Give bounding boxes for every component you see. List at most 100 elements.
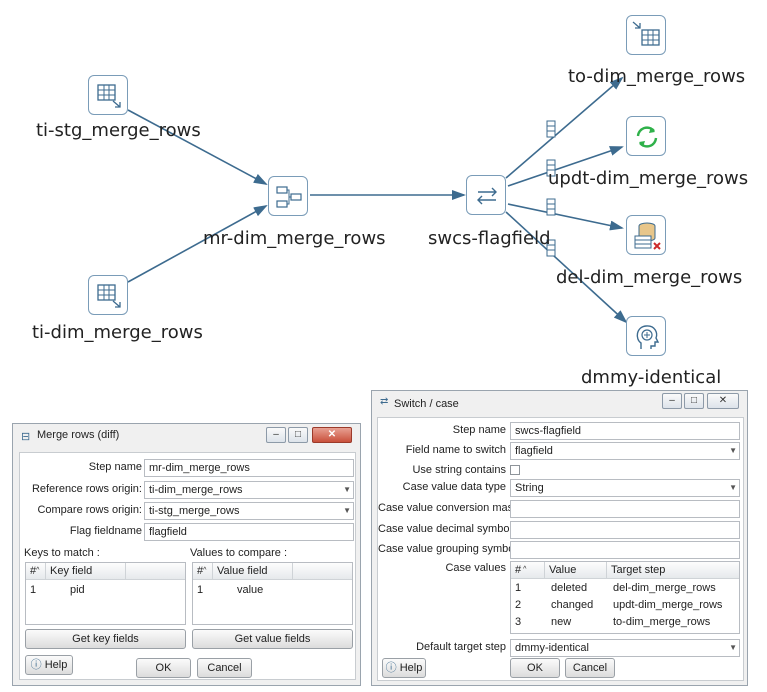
switch-dialog-body: Step name swcs-flagfield Field name to s… — [377, 417, 744, 681]
help-button[interactable]: ⓘ Help — [382, 658, 426, 678]
step-name-field[interactable]: swcs-flagfield — [510, 422, 740, 440]
ok-button[interactable]: OK — [510, 658, 560, 678]
flag-fieldname-label: Flag fieldname — [69, 525, 142, 537]
table-row-target[interactable]: updt-dim_merge_rows — [613, 599, 723, 611]
use-string-contains-checkbox[interactable] — [510, 465, 520, 475]
hop-swcs-to-dmmy[interactable] — [505, 211, 628, 324]
ok-button[interactable]: OK — [136, 658, 191, 678]
node-label-to-dim: to-dim_merge_rows — [568, 66, 746, 87]
col-key-field-header[interactable]: Key field — [46, 563, 126, 580]
merge-dialog-body: Step name mr-dim_merge_rows Reference ro… — [19, 452, 356, 680]
chevron-down-icon[interactable]: ▼ — [729, 643, 737, 652]
conversion-mask-label: Case value conversion mask — [378, 502, 519, 514]
hop-swcs-to-to-dim[interactable] — [505, 76, 624, 179]
minimize-button[interactable]: – — [266, 427, 286, 443]
switch-dialog-title: Switch / case — [394, 398, 459, 410]
cancel-button[interactable]: Cancel — [197, 658, 252, 678]
default-target-step-label: Default target step — [416, 641, 506, 653]
default-target-step-value: dmmy-identical — [515, 642, 589, 654]
dummy-node[interactable] — [626, 316, 666, 356]
compare-rows-select[interactable]: ti-stg_merge_rows ▼ — [144, 502, 354, 520]
chevron-down-icon[interactable]: ▼ — [729, 483, 737, 492]
col-num-header[interactable]: #^ — [193, 563, 213, 580]
case-value-data-type-value: String — [515, 482, 544, 494]
case-values-table[interactable]: # ^ Value Target step 1 deleted del-dim_… — [510, 561, 740, 634]
merge-rows-node[interactable] — [268, 176, 308, 216]
table-row-num[interactable]: 1 — [515, 582, 522, 594]
compare-rows-value: ti-stg_merge_rows — [149, 505, 240, 517]
table-row-num[interactable]: 1 — [30, 584, 37, 596]
default-target-step-select[interactable]: dmmy-identical ▼ — [510, 639, 740, 657]
close-button[interactable]: ✕ — [707, 393, 739, 409]
hop-case-icon — [546, 120, 556, 138]
table-row-target[interactable]: to-dim_merge_rows — [613, 616, 711, 628]
table-row-value[interactable]: changed — [551, 599, 594, 611]
table-row-value[interactable]: deleted — [551, 582, 588, 594]
keys-table[interactable]: #^ Key field 1 pid — [25, 562, 186, 625]
delete-node[interactable] — [626, 215, 666, 255]
table-row-target[interactable]: del-dim_merge_rows — [613, 582, 716, 594]
merge-rows-icon — [276, 186, 302, 208]
hop-swcs-to-updt[interactable] — [507, 146, 624, 187]
minimize-button[interactable]: – — [662, 393, 682, 409]
hop-swcs-to-del[interactable] — [507, 203, 624, 231]
table-row-num[interactable]: 2 — [515, 599, 522, 611]
switch-arrows-icon — [477, 187, 497, 205]
update-node[interactable] — [626, 116, 666, 156]
col-num-header[interactable]: # ^ — [511, 562, 545, 579]
cancel-button[interactable]: Cancel — [565, 658, 615, 678]
values-table[interactable]: #^ Value field 1 value — [192, 562, 353, 625]
flag-fieldname-field[interactable]: flagfield — [144, 523, 354, 541]
field-name-to-switch-select[interactable]: flagfield ▼ — [510, 442, 740, 460]
chevron-down-icon[interactable]: ▼ — [729, 446, 737, 455]
grouping-symbol-field[interactable] — [510, 541, 740, 559]
chevron-down-icon[interactable]: ▼ — [343, 485, 351, 494]
table-input-node-dim[interactable] — [88, 275, 128, 315]
node-label-mr-dim: mr-dim_merge_rows — [203, 228, 386, 249]
decimal-symbol-field[interactable] — [510, 521, 740, 539]
field-name-to-switch-value: flagfield — [515, 445, 553, 457]
help-button[interactable]: ⓘ Help — [25, 655, 73, 675]
hop-case-icon — [546, 159, 556, 177]
step-name-label: Step name — [452, 424, 506, 436]
maximize-button[interactable]: □ — [288, 427, 308, 443]
get-value-fields-button[interactable]: Get value fields — [192, 629, 353, 649]
help-icon: ⓘ — [385, 662, 397, 674]
reference-rows-value: ti-dim_merge_rows — [149, 484, 243, 496]
hop-ti-stg-to-mr[interactable] — [127, 109, 268, 185]
table-row-value[interactable]: new — [551, 616, 572, 628]
conversion-mask-field[interactable] — [510, 500, 740, 518]
update-refresh-icon — [636, 126, 658, 148]
table-input-node-stg[interactable] — [88, 75, 128, 115]
chevron-down-icon[interactable]: ▼ — [343, 506, 351, 515]
switch-case-node[interactable] — [466, 175, 506, 215]
hop-lines — [127, 76, 628, 324]
table-output-node[interactable] — [626, 15, 666, 55]
keys-to-match-label: Keys to match : — [24, 547, 100, 559]
hop-ti-dim-to-mr[interactable] — [127, 205, 268, 283]
table-row-value-field[interactable]: value — [237, 584, 264, 596]
case-value-data-type-select[interactable]: String ▼ — [510, 479, 740, 497]
col-value-header[interactable]: Value — [545, 562, 607, 579]
use-string-contains-label: Use string contains — [412, 464, 506, 476]
delete-database-icon — [634, 222, 661, 250]
maximize-button[interactable]: □ — [684, 393, 704, 409]
col-num-header[interactable]: #^ — [26, 563, 46, 580]
hop-case-icon — [546, 198, 556, 216]
table-row-num[interactable]: 1 — [197, 584, 204, 596]
step-name-field[interactable]: mr-dim_merge_rows — [144, 459, 354, 477]
switch-dialog-titlebar[interactable]: ⇄ Switch / case – □ ✕ — [372, 391, 747, 415]
table-row-num[interactable]: 3 — [515, 616, 522, 628]
node-label-del-dim: del-dim_merge_rows — [556, 267, 743, 288]
get-key-fields-button[interactable]: Get key fields — [25, 629, 186, 649]
table-row-key-field[interactable]: pid — [70, 584, 85, 596]
node-label-swcs: swcs-flagfield — [428, 228, 551, 249]
col-target-step-header[interactable]: Target step — [607, 562, 739, 579]
merge-dialog-titlebar[interactable]: ⊟ Merge rows (diff) – □ ✕ — [13, 424, 360, 448]
close-button[interactable]: ✕ — [312, 427, 352, 443]
col-value-field-header[interactable]: Value field — [213, 563, 293, 580]
table-input-icon — [97, 84, 121, 108]
reference-rows-select[interactable]: ti-dim_merge_rows ▼ — [144, 481, 354, 499]
merge-rows-small-icon: ⊟ — [21, 431, 31, 443]
